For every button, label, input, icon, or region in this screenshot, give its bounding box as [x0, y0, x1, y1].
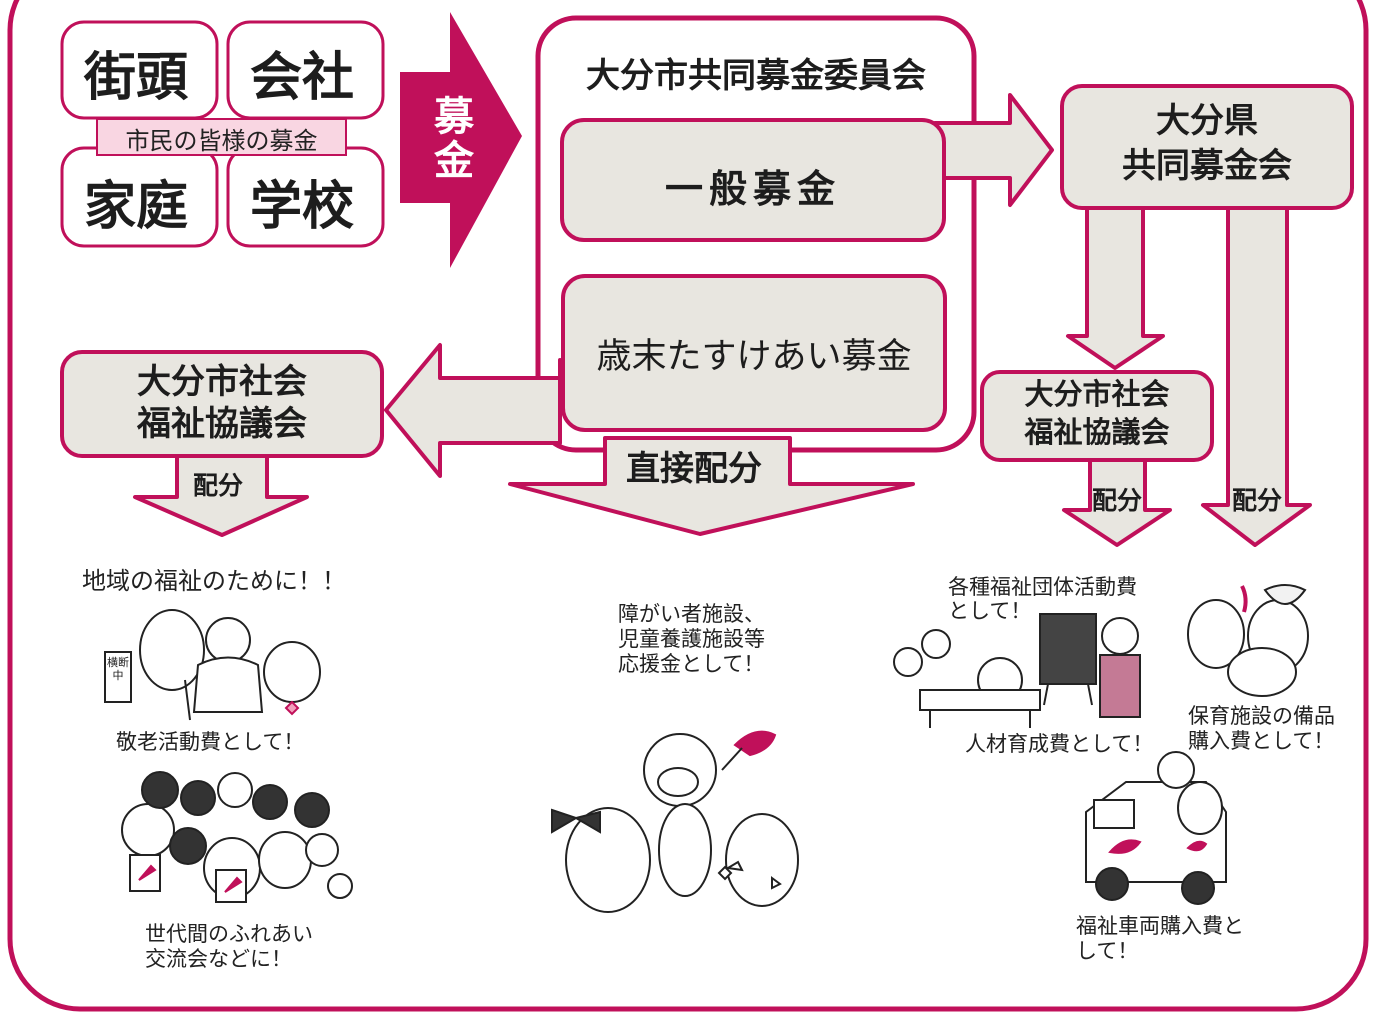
nursery-caption-line1: 保育施設の備品 — [1188, 704, 1335, 728]
prefecture-allocation-label: 配分 — [1232, 486, 1283, 515]
intergenerational-caption-line2: 交流会などに！ — [145, 947, 292, 971]
donation-arrow — [400, 12, 522, 268]
right-council-allocation-arrow — [1062, 458, 1172, 547]
arrow-prefecture-allocation — [1201, 203, 1312, 547]
source-company: 会社 — [250, 48, 355, 108]
vehicle-caption-line1: 福祉車両購入費と — [1076, 914, 1244, 938]
right-council-allocation-label: 配分 — [1092, 486, 1143, 515]
facilities-caption-line2: 児童養護施設等 — [618, 627, 765, 651]
year-end-fund-label: 歳末たすけあい募金 — [596, 337, 912, 377]
community-welfare-caption: 地域の福祉のために！！ — [82, 567, 346, 595]
source-home: 家庭 — [84, 177, 189, 237]
groups-caption-line1: 各種福祉団体活動費 — [948, 575, 1137, 599]
intergenerational-illustration — [121, 771, 353, 903]
nursery-caption-line2: 購入費として！ — [1188, 729, 1335, 753]
left-council-allocation-arrow — [133, 454, 309, 537]
right-council-line2: 福祉協議会 — [1024, 415, 1170, 449]
left-council-line1: 大分市社会 — [137, 362, 307, 402]
training-caption: 人材育成費として！ — [965, 732, 1154, 756]
direct-allocation-label: 直接配分 — [626, 449, 762, 489]
training-illustration — [893, 613, 1141, 728]
crosswalk-sign: 横断中 — [107, 656, 129, 682]
elderly-illustration — [104, 609, 321, 721]
facilities-caption-line3: 応援金として！ — [618, 652, 765, 676]
left-council-line2: 福祉協議会 — [137, 404, 307, 444]
prefecture-line2: 共同募金会 — [1122, 146, 1292, 186]
citizen-donation-label: 市民の皆様の募金 — [125, 127, 318, 155]
left-allocation-label: 配分 — [193, 471, 244, 500]
prefecture-box — [1060, 84, 1354, 210]
prefecture-line1: 大分県 — [1156, 101, 1258, 141]
citizen-donation-label-box — [96, 118, 347, 156]
general-fund-box — [560, 118, 946, 242]
source-street: 街頭 — [84, 48, 189, 108]
facilities-caption-line1: 障がい者施設、 — [618, 602, 765, 626]
outer-frame — [7, 0, 1369, 1012]
donation-arrow-label: 募金 — [434, 94, 474, 184]
committee-title: 大分市共同募金委員会 — [586, 56, 926, 96]
groups-caption-line2: として！ — [948, 599, 1032, 623]
vehicle-caption-line2: して！ — [1076, 939, 1139, 963]
arrow-to-right-council — [1066, 203, 1165, 370]
right-council-line1: 大分市社会 — [1024, 377, 1170, 411]
arrow-to-left-council — [384, 343, 562, 478]
vehicle-illustration — [1085, 751, 1227, 905]
direct-allocation-arrow — [508, 436, 915, 536]
nursery-illustration — [1187, 584, 1309, 697]
elderly-caption: 敬老活動費として！ — [116, 730, 305, 754]
source-school: 学校 — [250, 177, 355, 237]
general-fund-label: 一般募金 — [664, 167, 841, 211]
year-end-fund-box — [561, 274, 947, 432]
facilities-illustration — [551, 730, 799, 913]
arrow-to-prefecture — [933, 93, 1054, 207]
intergenerational-caption-line1: 世代間のふれあい — [145, 922, 313, 946]
